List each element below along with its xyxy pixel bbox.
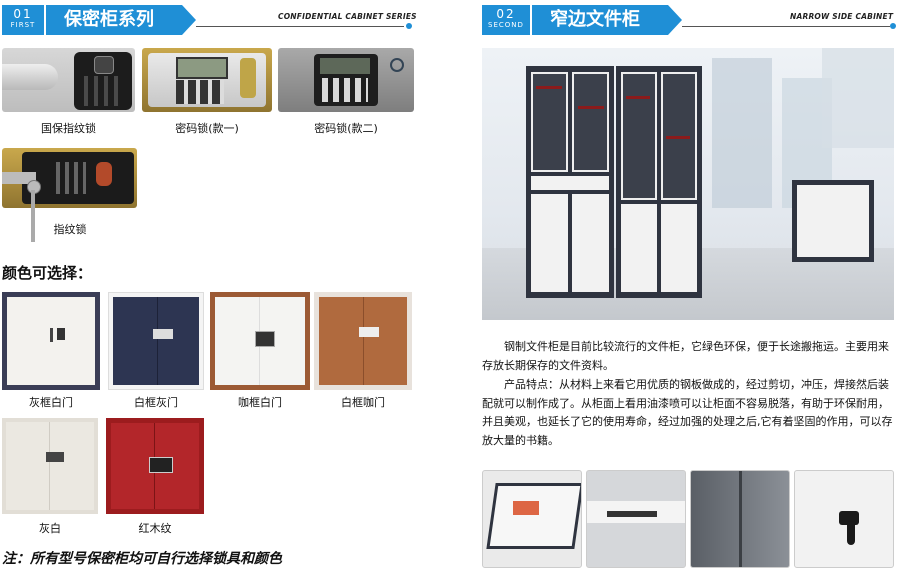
cabinet-color-swatch xyxy=(210,292,310,390)
product-hero-photo xyxy=(482,48,894,320)
section-title-banner xyxy=(46,5,196,35)
color-label: 灰框白门 xyxy=(29,396,73,409)
detail-photo-panel xyxy=(690,470,790,568)
color-label: 咖框白门 xyxy=(238,396,282,409)
cabinet-color-swatch xyxy=(314,292,412,390)
cabinet-color-swatch xyxy=(108,292,204,390)
detail-photo-lock xyxy=(794,470,894,568)
section-title-banner xyxy=(532,5,682,35)
section-title: 窄边文件柜 xyxy=(550,9,640,30)
header-rule-dot xyxy=(890,23,896,29)
section-number-badge: 02 SECOND xyxy=(482,5,530,35)
lock-label: 指纹锁 xyxy=(53,223,87,236)
key-shaft xyxy=(31,190,35,242)
section-number-badge: 01 FIRST xyxy=(2,5,44,35)
section-number: 01 xyxy=(13,7,33,21)
detail-photo-drawer xyxy=(482,470,582,568)
section-title: 保密柜系列 xyxy=(64,9,154,30)
product-features: 产品特点：从材料上来看它用优质的钢板做成的，经过剪切，冲压，焊接然后装配就可以制… xyxy=(482,378,893,447)
cabinet-color-swatch xyxy=(2,418,98,514)
color-label: 白框灰门 xyxy=(134,396,178,409)
section-subtitle: CONFIDENTIAL CABINET SERIES xyxy=(278,12,417,21)
color-label: 灰白 xyxy=(39,522,61,535)
header-rule xyxy=(196,26,404,27)
lock-photo-password-1 xyxy=(142,48,272,112)
lock-label: 密码锁(款一) xyxy=(175,122,239,135)
lock-photo-password-2 xyxy=(278,48,414,112)
section-tag: SECOND xyxy=(488,21,524,29)
cabinet-color-swatch xyxy=(106,418,204,514)
lock-label: 国保指纹锁 xyxy=(41,122,96,135)
lock-photo-fingerprint-national xyxy=(2,48,135,112)
color-label: 红木纹 xyxy=(138,522,172,535)
colors-heading: 颜色可选择： xyxy=(2,264,93,282)
lock-photo-fingerprint xyxy=(2,148,137,208)
color-label: 白框咖门 xyxy=(341,396,385,409)
section-tag: FIRST xyxy=(10,21,36,29)
detail-photo-rail xyxy=(586,470,686,568)
header-rule-dot xyxy=(406,23,412,29)
section-number: 02 xyxy=(496,7,516,21)
header-rule xyxy=(682,26,890,27)
footnote: 注：所有型号保密柜均可自行选择锁具和颜色 xyxy=(2,551,282,567)
product-description: 钢制文件柜是目前比较流行的文件柜，它绿色环保，便于长途搬拖运。主要用来存放长期保… xyxy=(482,340,889,372)
cabinet-color-swatch xyxy=(2,292,100,390)
lock-label: 密码锁(款二) xyxy=(314,122,378,135)
section-subtitle: NARROW SIDE CABINET xyxy=(790,12,894,21)
